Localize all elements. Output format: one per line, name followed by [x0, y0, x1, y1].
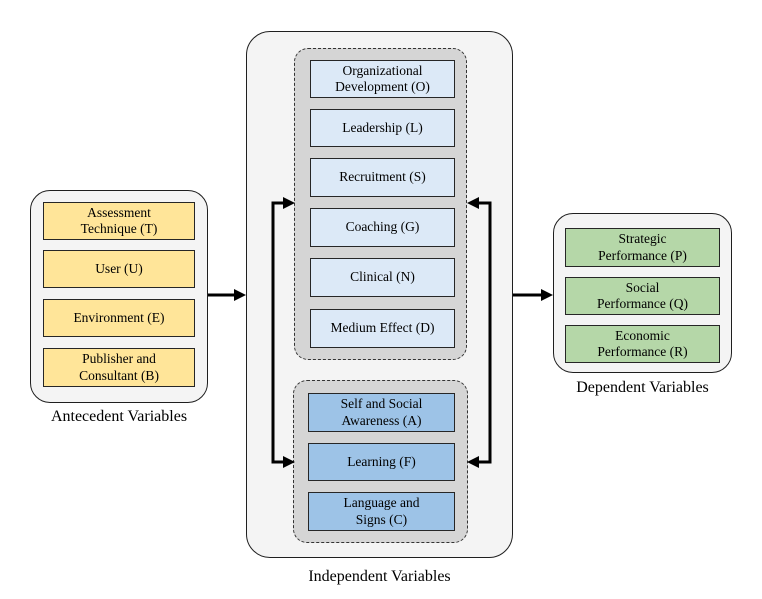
box-publisher-consultant: Publisher and Consultant (B)	[43, 348, 195, 387]
box-clinical: Clinical (N)	[310, 258, 455, 297]
box-environment: Environment (E)	[43, 299, 195, 337]
dependent-group-label: Dependent Variables	[576, 379, 709, 396]
box-social-performance: Social Performance (Q)	[565, 277, 720, 315]
box-recruitment: Recruitment (S)	[310, 158, 455, 197]
independent-group-label: Independent Variables	[308, 568, 451, 585]
box-assessment-technique: Assessment Technique (T)	[43, 202, 195, 240]
box-medium-effect: Medium Effect (D)	[310, 309, 455, 348]
box-language-signs: Language and Signs (C)	[308, 492, 455, 531]
independent-top-subgroup	[294, 48, 467, 360]
box-strategic-performance: Strategic Performance (P)	[565, 228, 720, 267]
box-economic-performance: Economic Performance (R)	[565, 325, 720, 363]
box-self-social-awareness: Self and Social Awareness (A)	[308, 393, 455, 432]
antecedent-group-label: Antecedent Variables	[50, 408, 188, 425]
box-coaching: Coaching (G)	[310, 208, 455, 247]
arrow-antecedent-to-independent	[208, 289, 246, 301]
box-user: User (U)	[43, 250, 195, 288]
box-learning: Learning (F)	[308, 443, 455, 481]
arrow-independent-to-dependent	[513, 289, 553, 301]
box-organizational-development: Organizational Development (O)	[310, 60, 455, 98]
box-leadership: Leadership (L)	[310, 109, 455, 147]
